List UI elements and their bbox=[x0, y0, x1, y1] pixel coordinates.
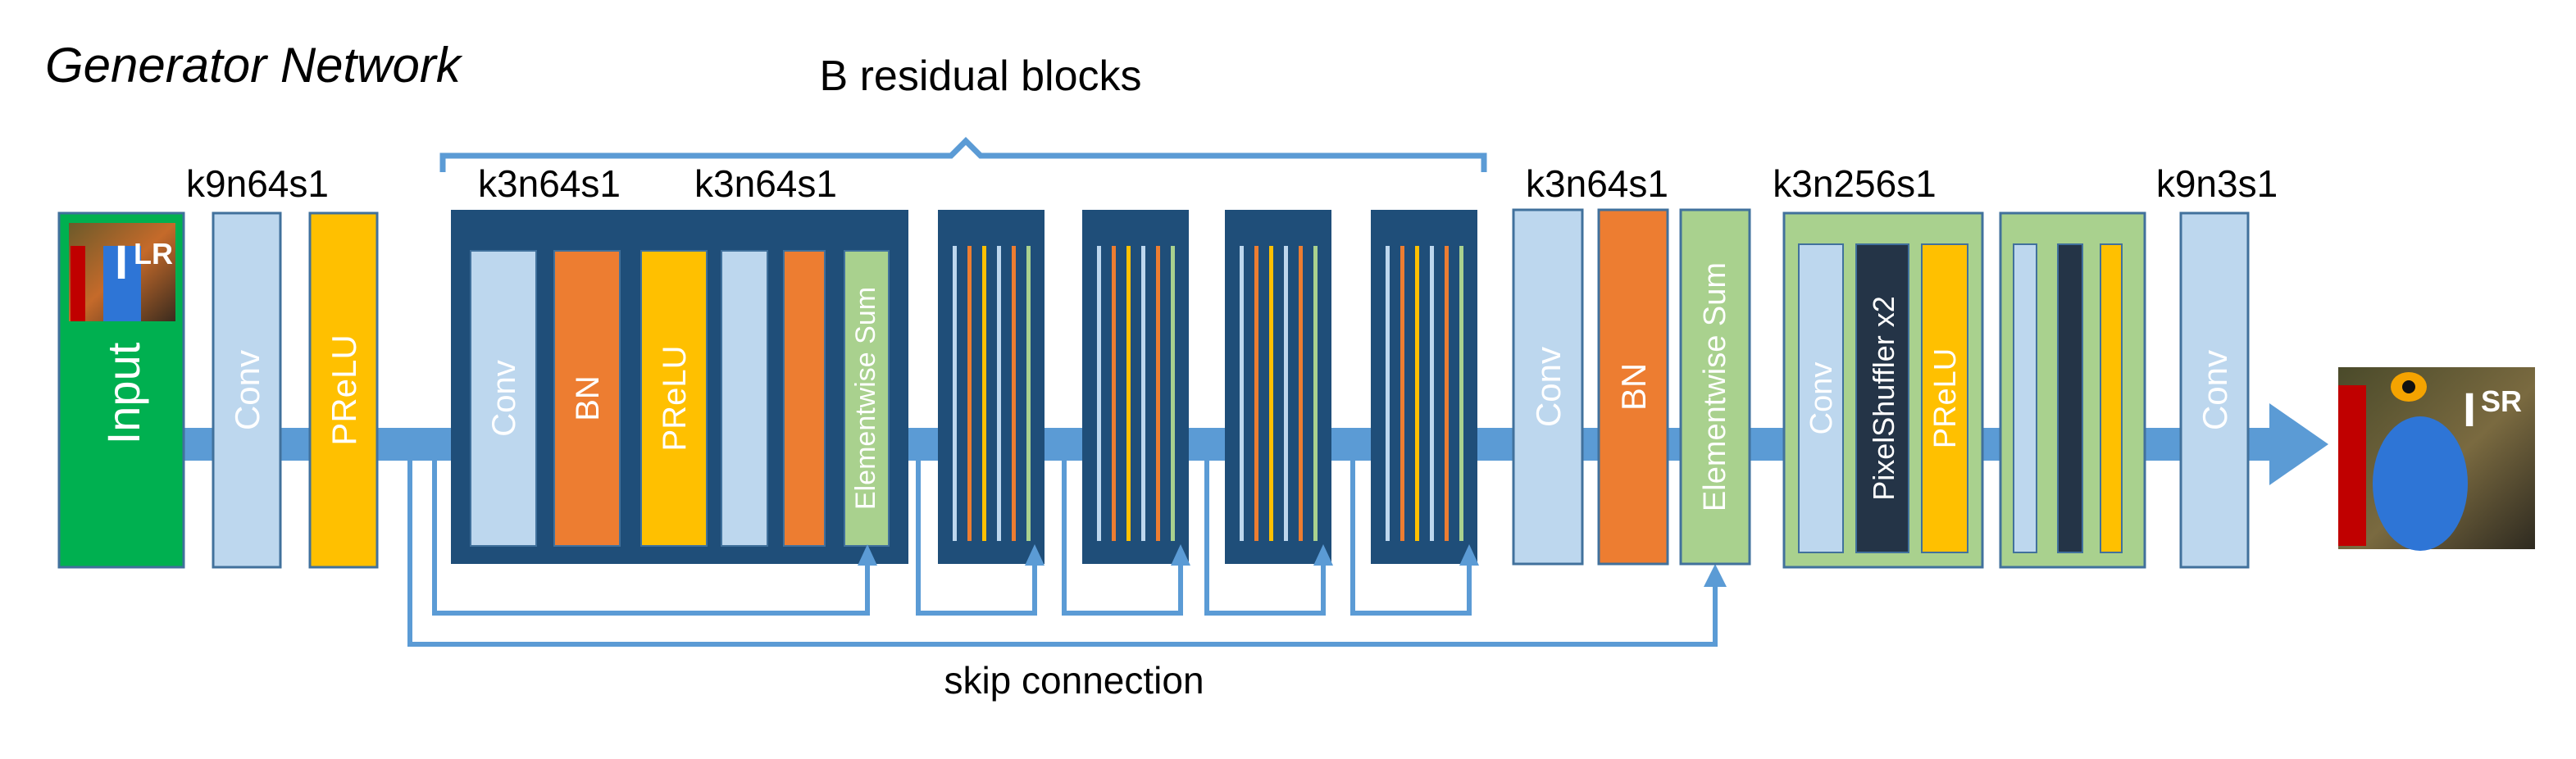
svg-text:PReLU: PReLU bbox=[325, 334, 363, 445]
head-conv-layer: Conv bbox=[212, 211, 282, 569]
residual-bn-2 bbox=[783, 250, 826, 547]
head-param-label: k9n64s1 bbox=[186, 162, 329, 205]
long-skip-connection bbox=[407, 461, 1718, 647]
residual-bn-1: BN bbox=[553, 250, 621, 547]
residual-block-collapsed-3 bbox=[1225, 210, 1331, 564]
svg-text:Conv: Conv bbox=[2196, 350, 2234, 430]
residual-block-collapsed-1 bbox=[938, 210, 1045, 564]
svg-text:Conv: Conv bbox=[1529, 347, 1568, 427]
svg-text:PixelShuffler x2: PixelShuffler x2 bbox=[1867, 296, 1900, 500]
input-superscript: LR bbox=[134, 237, 173, 270]
upsample-conv: Conv bbox=[1798, 243, 1844, 553]
upsample-param-label: k3n256s1 bbox=[1773, 162, 1937, 205]
post-param-label: k3n64s1 bbox=[1526, 162, 1668, 205]
residual-conv-2 bbox=[721, 250, 768, 547]
residual-block-expanded: Conv BN PReLU Elementwise Sum bbox=[451, 210, 908, 564]
output-image: I SR bbox=[2338, 367, 2535, 551]
svg-text:Elementwise Sum: Elementwise Sum bbox=[1698, 262, 1732, 511]
post-elementwise-sum: Elementwise Sum bbox=[1679, 208, 1751, 566]
main-flow-arrowhead bbox=[2269, 403, 2328, 485]
output-superscript: SR bbox=[2481, 384, 2522, 418]
final-conv-layer: Conv bbox=[2179, 211, 2250, 569]
svg-text:PReLU: PReLU bbox=[657, 346, 693, 452]
final-param-label: k9n3s1 bbox=[2156, 162, 2278, 205]
long-skip-arrowhead bbox=[1704, 564, 1727, 587]
svg-text:Conv: Conv bbox=[486, 360, 522, 436]
input-label: Input bbox=[98, 342, 149, 444]
input-symbol: I bbox=[115, 236, 128, 289]
residual-blocks-label: B residual blocks bbox=[819, 52, 1141, 100]
svg-text:Elementwise Sum: Elementwise Sum bbox=[850, 287, 881, 510]
residual-param-label-b: k3n64s1 bbox=[694, 162, 837, 205]
upsample-block-collapsed bbox=[1999, 211, 2146, 569]
output-symbol: I bbox=[2463, 384, 2476, 437]
block-skip-arrowheads bbox=[858, 544, 1479, 566]
residual-param-label-a: k3n64s1 bbox=[478, 162, 621, 205]
residual-brace bbox=[439, 137, 1487, 172]
residual-conv-1: Conv bbox=[470, 250, 537, 547]
head-prelu-layer: PReLU bbox=[308, 211, 379, 569]
residual-block-collapsed-4 bbox=[1371, 210, 1477, 564]
upsample-block-expanded: Conv PixelShuffler x2 PReLU bbox=[1782, 211, 1984, 569]
svg-text:BN: BN bbox=[570, 375, 606, 421]
skip-connection-label: skip connection bbox=[944, 659, 1204, 702]
input-image: I LR Input bbox=[57, 211, 185, 569]
svg-text:Conv: Conv bbox=[1805, 362, 1839, 435]
svg-text:PReLU: PReLU bbox=[1928, 348, 1963, 449]
residual-elementwise-sum: Elementwise Sum bbox=[844, 250, 890, 547]
upsample-pixelshuffler: PixelShuffler x2 bbox=[1855, 243, 1909, 553]
block-skip-loops bbox=[432, 461, 1472, 616]
upsample-prelu: PReLU bbox=[1921, 243, 1968, 553]
post-bn-layer: BN bbox=[1597, 208, 1669, 566]
svg-text:Conv: Conv bbox=[228, 350, 266, 430]
residual-prelu: PReLU bbox=[640, 250, 708, 547]
svg-text:BN: BN bbox=[1614, 363, 1653, 411]
residual-block-collapsed-2 bbox=[1082, 210, 1189, 564]
diagram-title: Generator Network bbox=[45, 38, 463, 93]
post-conv-layer: Conv bbox=[1512, 208, 1584, 566]
